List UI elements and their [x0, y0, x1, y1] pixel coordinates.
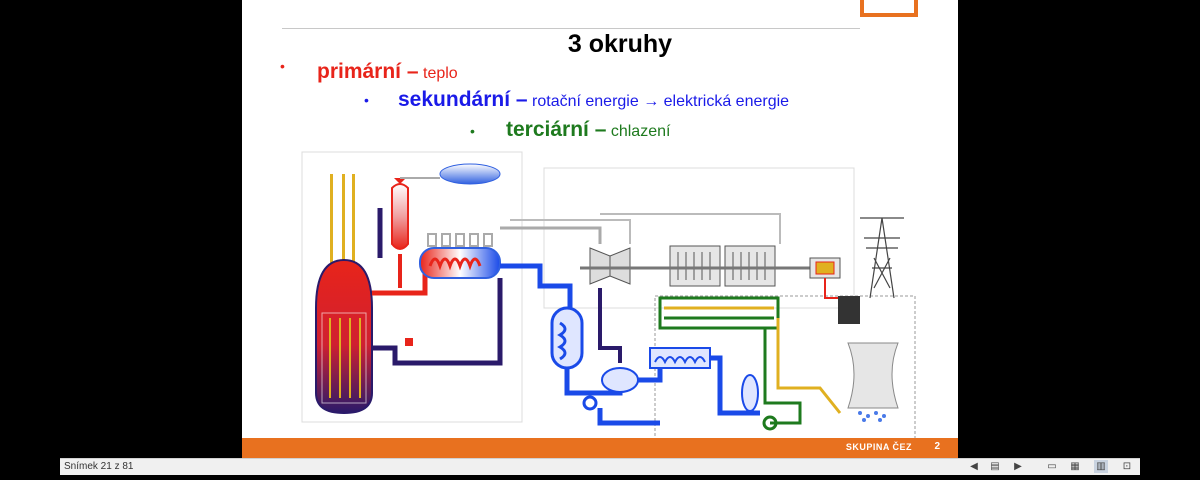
- tertiary-circuit-desc: chlazení: [610, 123, 671, 140]
- presentation-slide: 3 okruhy • primární – teplo • sekundární…: [242, 0, 958, 458]
- primary-circuit-desc: teplo: [423, 65, 458, 82]
- cooling-tower: [847, 342, 899, 409]
- bullet-primary: •: [280, 58, 285, 74]
- hp-turbine: [589, 247, 611, 285]
- reactor-vessel: [315, 258, 373, 415]
- pylon-icon: [860, 217, 904, 299]
- tertiary-circuit-label: terciární –: [506, 118, 607, 141]
- primary-circuit-label: primární –: [317, 60, 419, 83]
- prev-slide-icon[interactable]: ◀: [970, 461, 978, 472]
- slide-footer: SKUPINA ČEZ 2: [242, 438, 958, 458]
- feed-tank: [439, 163, 501, 185]
- footer-brand-text: SKUPINA ČEZ: [845, 442, 912, 452]
- reading-view-icon[interactable]: ▥: [1094, 460, 1108, 473]
- transformer: [838, 296, 860, 324]
- pressurizer: [391, 183, 409, 250]
- bullet-secondary: •: [364, 92, 369, 108]
- power-plant-diagram: [301, 151, 916, 442]
- notes-icon[interactable]: ▤: [990, 461, 1000, 472]
- separator: [550, 306, 584, 370]
- primary-circuit-line: primární – teplo: [317, 60, 458, 84]
- secondary-circuit-label: sekundární –: [398, 88, 528, 111]
- normal-view-icon[interactable]: ▭: [1047, 461, 1057, 472]
- slideshow-icon[interactable]: ⊡: [1122, 461, 1132, 472]
- slide-sorter-icon[interactable]: ▦: [1070, 461, 1080, 472]
- secondary-circuit-desc: rotační energie → elektrická energie: [532, 93, 790, 110]
- primary-box: [301, 151, 523, 423]
- top-divider: [282, 28, 860, 29]
- secondary-circuit-line: sekundární – rotační energie → elektrick…: [398, 88, 789, 112]
- feedwater-tank: [601, 367, 639, 393]
- bullet-tertiary: •: [470, 123, 475, 139]
- slide-counter: Snímek 21 z 81: [64, 461, 134, 472]
- status-bar: Snímek 21 z 81 ◀ ▤ ▶ ▭ ▦ ▥ ⊡: [60, 458, 1140, 475]
- brand-corner-mark: [860, 0, 918, 17]
- slide-title: 3 okruhy: [567, 30, 673, 58]
- turbine-box: [543, 167, 855, 309]
- tertiary-circuit-line: terciární – chlazení: [506, 118, 670, 142]
- heater: [741, 374, 759, 412]
- next-slide-icon[interactable]: ▶: [1014, 461, 1022, 472]
- footer-logo: 2: [934, 441, 940, 452]
